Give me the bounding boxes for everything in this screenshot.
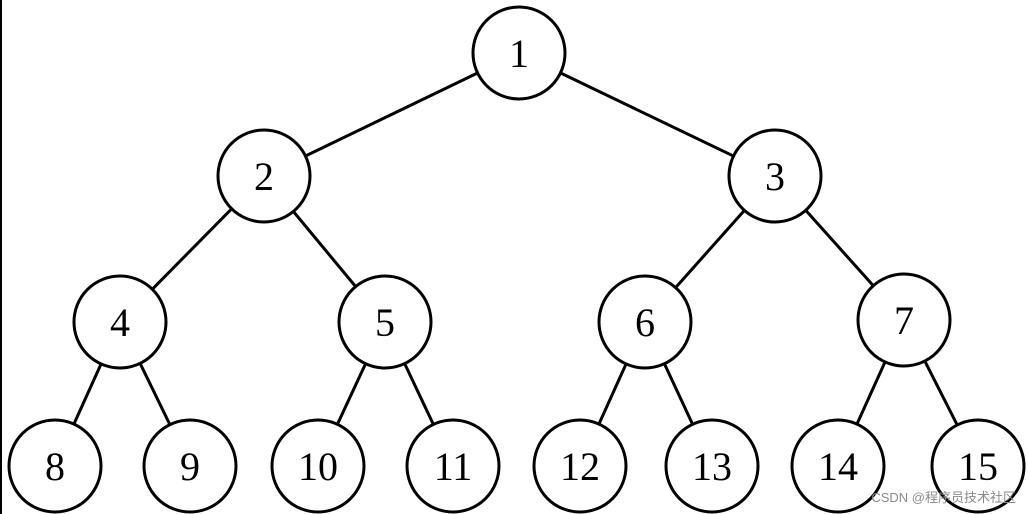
tree-node-5: 5 (337, 274, 433, 370)
node-circle-10 (270, 418, 366, 514)
left-border-line (0, 0, 2, 514)
tree-node-6: 6 (597, 274, 693, 370)
node-circle-6 (597, 274, 693, 370)
node-label-12: 12 (560, 444, 600, 489)
node-label-13: 13 (692, 444, 732, 489)
node-circle-8 (7, 418, 103, 514)
node-circle-11 (405, 418, 501, 514)
node-label-10: 10 (298, 444, 338, 489)
node-label-3: 3 (765, 154, 785, 199)
node-circle-15 (930, 418, 1026, 514)
node-label-6: 6 (635, 300, 655, 345)
node-circle-9 (142, 418, 238, 514)
node-circle-14 (790, 418, 886, 514)
node-circle-13 (664, 418, 760, 514)
tree-node-3: 3 (727, 128, 823, 224)
node-circle-5 (337, 274, 433, 370)
node-circle-3 (727, 128, 823, 224)
tree-node-2: 2 (216, 128, 312, 224)
node-label-8: 8 (45, 444, 65, 489)
tree-edges (53, 51, 980, 467)
tree-node-10: 10 (270, 418, 366, 514)
node-circle-7 (856, 272, 952, 368)
tree-node-1: 1 (471, 5, 567, 101)
csdn-watermark: CSDN @程序员技术社区 (871, 490, 1016, 505)
node-circle-1 (471, 5, 567, 101)
node-circle-4 (72, 274, 168, 370)
tree-node-4: 4 (72, 274, 168, 370)
tree-node-15: 15 (930, 418, 1026, 514)
tree-node-8: 8 (7, 418, 103, 514)
node-label-15: 15 (958, 444, 998, 489)
tree-node-12: 12 (532, 418, 628, 514)
node-circle-2 (216, 128, 312, 224)
node-label-5: 5 (375, 300, 395, 345)
node-label-2: 2 (254, 154, 274, 199)
tree-node-9: 9 (142, 418, 238, 514)
tree-node-11: 11 (405, 418, 501, 514)
node-circle-12 (532, 418, 628, 514)
tree-node-14: 14 (790, 418, 886, 514)
node-label-9: 9 (180, 444, 200, 489)
tree-node-7: 7 (856, 272, 952, 368)
node-label-11: 11 (434, 444, 473, 489)
tree-node-13: 13 (664, 418, 760, 514)
node-label-7: 7 (894, 298, 914, 343)
node-label-14: 14 (818, 444, 858, 489)
node-label-1: 1 (509, 31, 529, 76)
node-label-4: 4 (110, 300, 130, 345)
